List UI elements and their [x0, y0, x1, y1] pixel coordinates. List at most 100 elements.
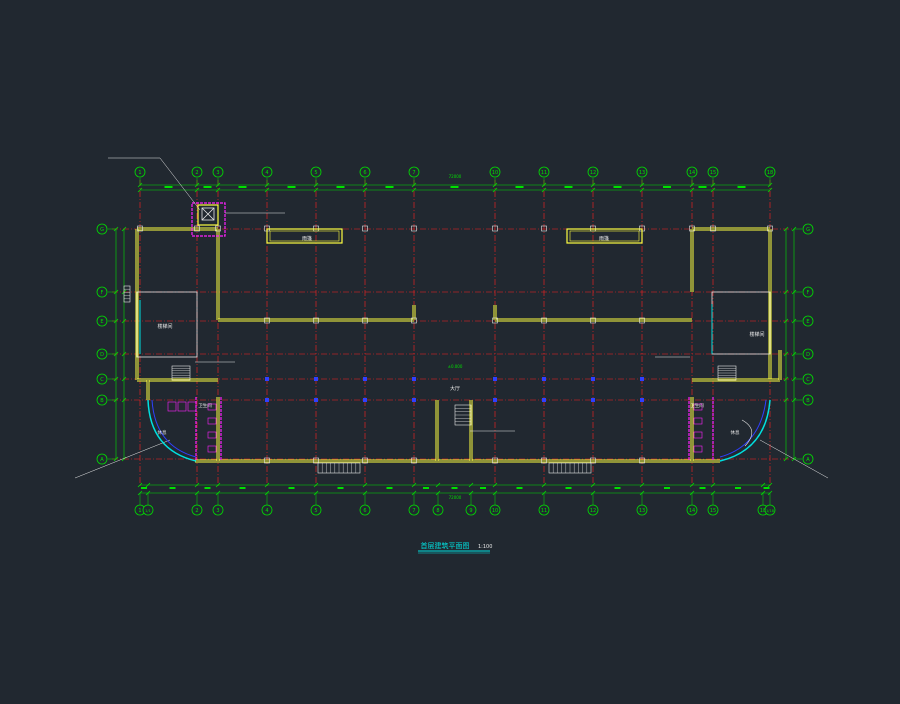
- walls: [135, 225, 782, 464]
- svg-text:7: 7: [412, 508, 415, 514]
- svg-text:3: 3: [216, 170, 219, 176]
- axis-bubble-top-5: 5: [310, 166, 322, 178]
- axis-bubble-right-A: A: [802, 453, 814, 465]
- svg-text:5: 5: [314, 508, 317, 514]
- svg-text:2: 2: [195, 170, 198, 176]
- svg-text:G: G: [100, 227, 104, 233]
- axis-bubble-left-B: B: [96, 394, 108, 406]
- axis-bubble-top-6: 6: [359, 166, 371, 178]
- axis-bubble-top-11: 11: [538, 166, 550, 178]
- svg-text:D: D: [806, 352, 810, 358]
- axis-bubble-top-15: 15: [707, 166, 719, 178]
- svg-text:7: 7: [412, 170, 415, 176]
- axis-bubble-bottom-11: 11: [538, 504, 550, 516]
- elevation-mark: ±0.000: [448, 364, 463, 369]
- label-left-wc: 卫生间: [198, 402, 212, 409]
- overall-dimension-top: 72000: [449, 174, 462, 179]
- svg-text:3: 3: [216, 508, 219, 514]
- axis-bubble-bottom-10: 10: [489, 504, 501, 516]
- svg-text:B: B: [100, 398, 104, 404]
- axis-bubble-top-7: 7: [408, 166, 420, 178]
- axis-bubble-bottom-8: 8: [432, 504, 444, 516]
- axis-bubble-top-13: 13: [636, 166, 648, 178]
- axis-bubble-bottom-15: 15: [707, 504, 719, 516]
- axis-bubble-top-14: 14: [686, 166, 698, 178]
- label-hall: 大厅: [450, 385, 460, 392]
- svg-text:14: 14: [689, 170, 695, 176]
- svg-text:2: 2: [195, 508, 198, 514]
- svg-text:A: A: [806, 457, 810, 463]
- svg-text:4: 4: [265, 170, 268, 176]
- axis-bubble-top-4: 4: [261, 166, 273, 178]
- label-right-lounge: 休息: [731, 429, 740, 436]
- svg-text:10: 10: [492, 508, 498, 514]
- svg-text:E: E: [806, 319, 809, 325]
- svg-text:6: 6: [363, 170, 366, 176]
- svg-text:1/1: 1/1: [145, 509, 151, 513]
- svg-text:12: 12: [590, 170, 596, 176]
- axis-bubble-bottom-9: 9: [465, 504, 477, 516]
- svg-text:11: 11: [541, 508, 547, 514]
- dimension-lines: [113, 182, 797, 496]
- svg-text:D: D: [100, 352, 104, 358]
- drawing-scale: 1:100: [478, 544, 492, 550]
- axis-bubble-top-12: 12: [587, 166, 599, 178]
- axis-bubble-bottom-12: 12: [587, 504, 599, 516]
- label-right-room: 楼梯间: [749, 331, 764, 338]
- axis-bubble-top-18: 18: [764, 166, 776, 178]
- drawing-title: 首层建筑平面图: [421, 541, 470, 550]
- svg-text:8: 8: [436, 508, 439, 514]
- axis-bubble-bottom-3: 3: [212, 504, 224, 516]
- label-top-left-canopy: 雨篷: [302, 235, 312, 242]
- svg-text:G: G: [806, 227, 810, 233]
- axis-bubble-right-F: F: [802, 286, 814, 298]
- label-top-right-canopy: 雨篷: [599, 235, 609, 242]
- svg-text:14: 14: [689, 508, 695, 514]
- axis-bubble-bottom-1: 1/1: [142, 504, 154, 516]
- label-right-wc: 卫生间: [690, 402, 704, 409]
- axis-bubble-right-G: G: [802, 223, 814, 235]
- axis-bubble-left-D: D: [96, 348, 108, 360]
- drawing-title-block: 首层建筑平面图 1:100: [418, 541, 492, 554]
- svg-text:9: 9: [469, 508, 472, 514]
- svg-text:13: 13: [639, 170, 645, 176]
- axis-bubble-bottom-14: 14: [686, 504, 698, 516]
- axis-bubble-left-C: C: [96, 373, 108, 385]
- axis-bubble-right-C: C: [802, 373, 814, 385]
- axis-bubble-bottom-5: 5: [310, 504, 322, 516]
- svg-text:10: 10: [492, 170, 498, 176]
- svg-text:6: 6: [363, 508, 366, 514]
- svg-text:11: 11: [541, 170, 547, 176]
- axis-bubble-bottom-2: 2: [191, 504, 203, 516]
- axis-bubble-top-2: 2: [191, 166, 203, 178]
- svg-text:15: 15: [710, 170, 716, 176]
- label-left-room: 楼梯间: [157, 323, 172, 330]
- axis-bubble-top-1: 1: [134, 166, 146, 178]
- axis-bubble-bottom-7: 7: [408, 504, 420, 516]
- plan-details: [74, 157, 829, 479]
- label-left-lounge: 休息: [158, 429, 167, 436]
- axis-bubble-bottom-17: 1/18: [764, 504, 776, 516]
- svg-text:1/18: 1/18: [766, 509, 774, 513]
- svg-text:13: 13: [639, 508, 645, 514]
- overall-dimension-bottom: 72000: [449, 495, 462, 500]
- svg-text:18: 18: [767, 170, 773, 176]
- svg-text:E: E: [100, 319, 103, 325]
- svg-text:15: 15: [710, 508, 716, 514]
- svg-text:4: 4: [265, 508, 268, 514]
- axis-bubble-right-B: B: [802, 394, 814, 406]
- axis-bubble-bottom-13: 13: [636, 504, 648, 516]
- axis-bubble-left-E: E: [96, 315, 108, 327]
- svg-text:C: C: [100, 377, 104, 383]
- axis-bubble-bottom-0: 1: [134, 504, 146, 516]
- svg-text:F: F: [101, 290, 104, 296]
- axis-bubble-left-G: G: [96, 223, 108, 235]
- axis-bubble-bottom-4: 4: [261, 504, 273, 516]
- svg-text:B: B: [806, 398, 810, 404]
- axis-bubble-top-10: 10: [489, 166, 501, 178]
- svg-text:C: C: [806, 377, 810, 383]
- axis-bubble-top-3: 3: [212, 166, 224, 178]
